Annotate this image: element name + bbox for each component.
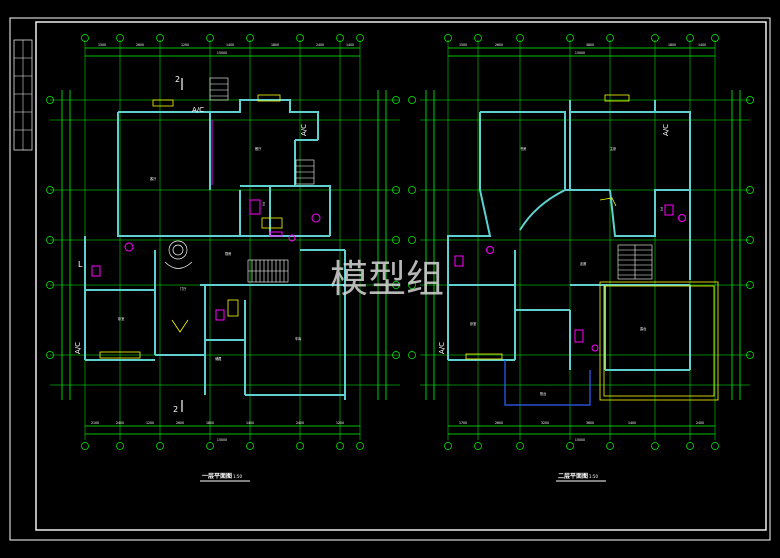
svg-text:2400: 2400 [696, 421, 704, 425]
dimension-lines [61, 47, 387, 435]
grid-bubbles [46, 34, 400, 450]
svg-text:餐厅: 餐厅 [255, 146, 262, 151]
second-floor-room-labels: 卧室 主卧 卫 书房 露台 阳台 走廊 [470, 146, 664, 396]
svg-text:客厅: 客厅 [150, 176, 157, 181]
svg-text:15000: 15000 [217, 51, 227, 55]
svg-text:车库: 车库 [295, 336, 302, 341]
svg-text:露台: 露台 [640, 326, 646, 331]
top-dimension-labels-2: 1500 2600 4800 1800 1400 15000 [459, 43, 706, 55]
drawing-frame [9, 17, 771, 541]
svg-text:2400: 2400 [296, 421, 304, 425]
svg-text:1500: 1500 [459, 43, 467, 47]
fixtures [91, 120, 321, 321]
grid-bubbles-2 [408, 34, 754, 450]
svg-text:1:50: 1:50 [589, 474, 598, 479]
watermark-text: 模型组 [330, 257, 444, 301]
bottom-dimension-labels: 2100 2400 1200 2600 1800 1400 2400 1200 … [91, 421, 344, 442]
svg-text:1800: 1800 [206, 421, 214, 425]
first-floor-room-labels: 客厅 餐厅 厨房 卫 卧室 车库 门厅 储藏 [118, 146, 302, 361]
section-marks: 2 2 L [78, 75, 180, 414]
svg-text:3600: 3600 [586, 421, 594, 425]
terrace-outline [599, 281, 719, 401]
svg-text:1400: 1400 [226, 43, 234, 47]
staircase-2 [617, 244, 653, 280]
svg-text:15000: 15000 [217, 438, 227, 442]
svg-text:主卧: 主卧 [610, 146, 617, 151]
svg-text:一层平面图: 一层平面图 [202, 472, 232, 480]
ac-label-vertical: A/C [300, 124, 308, 136]
svg-text:3200: 3200 [541, 421, 549, 425]
furniture [99, 94, 283, 359]
svg-text:1200: 1200 [146, 421, 154, 425]
bottom-dimension-labels-2: 1700 2600 3200 3600 1400 2400 15000 [459, 421, 704, 442]
svg-text:走廊: 走廊 [580, 261, 587, 266]
second-floor-title: 二层平面图 1:50 [556, 472, 606, 482]
svg-text:1400: 1400 [246, 421, 254, 425]
top-dimension-labels: 1500 2600 1200 1400 1800 2400 1400 15000 [98, 43, 354, 55]
svg-text:15000: 15000 [575, 438, 585, 442]
svg-text:1:50: 1:50 [233, 474, 242, 479]
staircase [209, 77, 315, 283]
svg-text:1800: 1800 [271, 43, 279, 47]
svg-text:A/C: A/C [662, 124, 670, 136]
svg-text:4800: 4800 [586, 43, 594, 47]
svg-text:2600: 2600 [176, 421, 184, 425]
svg-text:1200: 1200 [336, 421, 344, 425]
plan-second-floor: 1500 2600 4800 1800 1400 15000 1700 2600… [408, 34, 754, 482]
svg-text:卧室: 卧室 [470, 321, 476, 326]
svg-text:阳台: 阳台 [540, 391, 546, 396]
walls [84, 99, 346, 400]
svg-text:A/C: A/C [192, 106, 204, 114]
ac-labels: A/C A/C [74, 106, 204, 354]
svg-text:储藏: 储藏 [215, 356, 222, 361]
svg-text:卫: 卫 [262, 202, 266, 206]
extra-outline [504, 360, 591, 406]
dimension-lines-2 [425, 47, 741, 435]
svg-text:2400: 2400 [316, 43, 324, 47]
svg-text:L: L [78, 260, 83, 269]
svg-text:1200: 1200 [181, 43, 189, 47]
svg-text:1800: 1800 [668, 43, 676, 47]
round-table [164, 240, 193, 269]
furniture-2 [465, 94, 630, 360]
svg-text:A/C: A/C [300, 124, 308, 136]
svg-text:门厅: 门厅 [180, 286, 187, 291]
svg-text:A/C: A/C [438, 342, 446, 354]
fixtures-2 [454, 204, 686, 352]
svg-text:卫: 卫 [660, 207, 664, 211]
svg-text:2: 2 [175, 75, 180, 84]
first-floor-title: 一层平面图 1:50 [200, 472, 250, 482]
ac-labels-2: A/C A/C [438, 124, 670, 354]
svg-text:书房: 书房 [520, 146, 526, 151]
svg-text:2600: 2600 [495, 43, 503, 47]
svg-text:2100: 2100 [91, 421, 99, 425]
grid-lines-2 [420, 40, 750, 440]
svg-text:1400: 1400 [346, 43, 354, 47]
svg-text:2600: 2600 [136, 43, 144, 47]
svg-text:二层平面图: 二层平面图 [558, 472, 588, 480]
svg-text:2: 2 [173, 405, 178, 414]
svg-text:1500: 1500 [98, 43, 106, 47]
plan-first-floor: 1500 2600 1200 1400 1800 2400 1400 15000… [46, 34, 400, 482]
svg-text:1700: 1700 [459, 421, 467, 425]
svg-text:15000: 15000 [575, 51, 585, 55]
svg-text:1400: 1400 [698, 43, 706, 47]
svg-text:2600: 2600 [495, 421, 503, 425]
svg-text:厨房: 厨房 [225, 251, 231, 256]
walls-2 [447, 100, 691, 371]
svg-text:2400: 2400 [116, 421, 124, 425]
svg-text:卧室: 卧室 [118, 316, 124, 321]
svg-text:A/C: A/C [74, 342, 82, 354]
svg-text:1400: 1400 [628, 421, 636, 425]
